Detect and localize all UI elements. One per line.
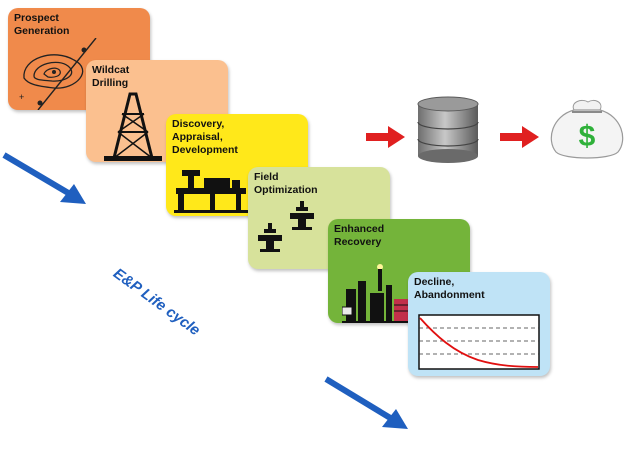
- stage-label: Wildcat Drilling: [92, 64, 130, 89]
- money-bag-icon: $: [544, 96, 630, 162]
- stage-label: Enhanced Recovery: [334, 223, 385, 248]
- flow-arrow-lower: [322, 374, 414, 436]
- stage-label: Discovery, Appraisal, Development: [172, 118, 238, 156]
- svg-text:+: +: [19, 92, 24, 102]
- cycle-label: E&P Life cycle: [110, 265, 204, 340]
- contour-map-icon: +: [14, 38, 104, 110]
- drilling-derrick-icon: [104, 92, 162, 162]
- stage-card-wildcat-drilling: Wildcat Drilling: [86, 60, 228, 162]
- database-icon: [414, 96, 482, 164]
- svg-text:$: $: [579, 120, 596, 153]
- refinery-icon: [342, 259, 410, 323]
- pumpjack-icon: [174, 170, 248, 214]
- stage-card-prospect-generation: + Prospect Generation: [8, 8, 150, 110]
- stage-card-decline-abandonment: Decline, Abandonment: [408, 272, 550, 376]
- stage-label: Decline, Abandonment: [414, 276, 485, 301]
- decline-curve-chart: [418, 314, 540, 370]
- stage-label: Prospect Generation: [14, 12, 70, 37]
- wellhead-icon: [254, 201, 324, 261]
- red-arrow-to-money-bag: [500, 125, 540, 149]
- flow-arrow-upper-left: [0, 150, 92, 210]
- red-arrow-to-database: [366, 125, 406, 149]
- stage-label: Field Optimization: [254, 171, 318, 196]
